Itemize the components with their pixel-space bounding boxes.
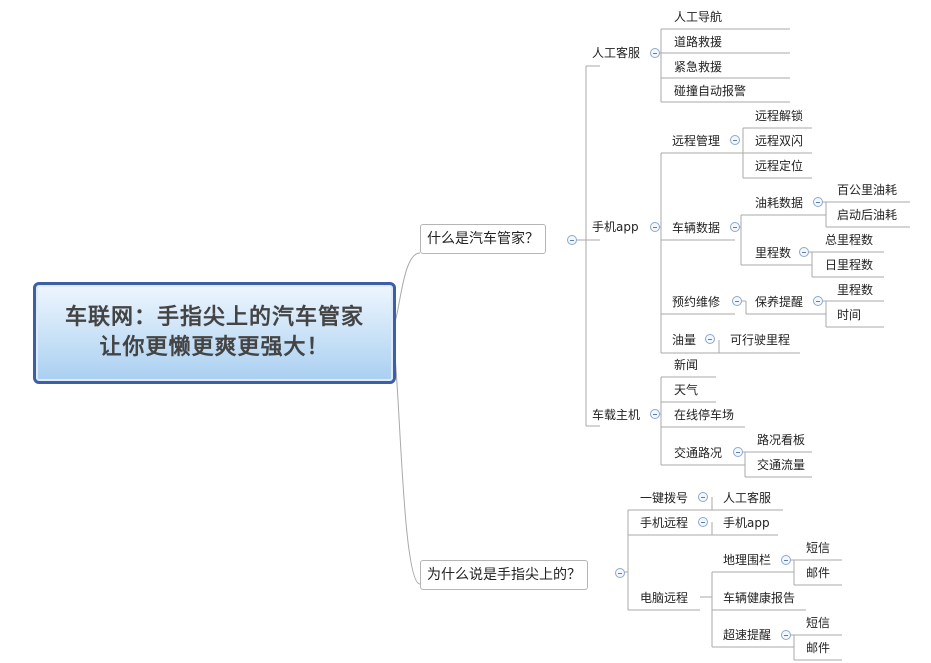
topic-mobile-app[interactable]: 手机app <box>592 220 639 234</box>
topic-fuel-data[interactable]: 油耗数据 <box>755 196 804 210</box>
topic-leaf[interactable]: 道路救援 <box>674 35 723 49</box>
collapse-icon[interactable] <box>813 197 823 207</box>
topic-leaf[interactable]: 远程解锁 <box>755 109 804 123</box>
topic-leaf[interactable]: 短信 <box>806 541 831 555</box>
topic-leaf[interactable]: 天气 <box>674 383 699 397</box>
collapse-icon[interactable] <box>705 334 715 344</box>
topic-leaf[interactable]: 总里程数 <box>825 233 874 247</box>
topic-leaf[interactable]: 在线停车场 <box>674 408 735 422</box>
root-title-line2: 让你更懒更爽更强大！ <box>99 335 330 360</box>
collapse-icon[interactable] <box>781 630 791 640</box>
topic-leaf[interactable]: 启动后油耗 <box>837 208 898 222</box>
collapse-icon[interactable] <box>650 48 660 58</box>
collapse-icon[interactable] <box>730 222 740 232</box>
branch-what-is-car-butler[interactable]: 什么是汽车管家？ <box>420 224 546 254</box>
collapse-icon[interactable] <box>799 247 809 257</box>
topic-leaf[interactable]: 远程双闪 <box>755 134 804 148</box>
topic-leaf[interactable]: 短信 <box>806 616 831 630</box>
topic-leaf[interactable]: 邮件 <box>806 566 831 580</box>
topic-leaf[interactable]: 路况看板 <box>757 433 806 447</box>
topic-health-report[interactable]: 车辆健康报告 <box>723 591 796 605</box>
topic-head-unit[interactable]: 车载主机 <box>592 408 641 422</box>
topic-leaf[interactable]: 新闻 <box>674 358 699 372</box>
topic-service-reminder[interactable]: 保养提醒 <box>755 295 804 309</box>
topic-mobile-remote[interactable]: 手机远程 <box>640 516 689 530</box>
topic-mileage[interactable]: 里程数 <box>755 246 792 260</box>
collapse-icon[interactable] <box>730 135 740 145</box>
collapse-icon[interactable] <box>650 409 660 419</box>
topic-leaf[interactable]: 可行驶里程 <box>730 333 791 347</box>
collapse-icon[interactable] <box>650 222 660 232</box>
topic-speed-alert[interactable]: 超速提醒 <box>723 628 772 642</box>
topic-pc-remote[interactable]: 电脑远程 <box>640 591 689 605</box>
collapse-icon[interactable] <box>698 492 708 502</box>
topic-leaf[interactable]: 交通流量 <box>757 458 806 472</box>
topic-leaf[interactable]: 紧急救援 <box>674 60 723 74</box>
topic-fuel-level[interactable]: 油量 <box>672 333 697 347</box>
collapse-icon[interactable] <box>813 296 823 306</box>
topic-one-key-dial[interactable]: 一键拨号 <box>640 491 689 505</box>
topic-leaf[interactable]: 时间 <box>837 308 862 322</box>
topic-leaf[interactable]: 人工导航 <box>674 10 723 24</box>
collapse-icon[interactable] <box>733 447 743 457</box>
topic-leaf[interactable]: 碰撞自动报警 <box>674 84 747 98</box>
topic-vehicle-data[interactable]: 车辆数据 <box>672 221 721 235</box>
topic-geofence[interactable]: 地理围栏 <box>723 553 772 567</box>
topic-maintenance-booking[interactable]: 预约维修 <box>672 295 721 309</box>
root-title-line1: 车联网：手指尖上的汽车管家 <box>64 305 364 330</box>
collapse-icon[interactable] <box>615 568 625 578</box>
topic-leaf[interactable]: 远程定位 <box>755 159 804 173</box>
topic-leaf[interactable]: 邮件 <box>806 641 831 655</box>
topic-leaf[interactable]: 人工客服 <box>723 491 772 505</box>
topic-leaf[interactable]: 百公里油耗 <box>837 183 898 197</box>
branch-why-fingertip[interactable]: 为什么说是手指尖上的？ <box>420 560 588 590</box>
topic-leaf[interactable]: 日里程数 <box>825 258 874 272</box>
collapse-icon[interactable] <box>732 296 742 306</box>
topic-traffic[interactable]: 交通路况 <box>674 446 723 460</box>
collapse-icon[interactable] <box>698 517 708 527</box>
collapse-icon[interactable] <box>567 235 577 245</box>
collapse-icon[interactable] <box>781 555 791 565</box>
topic-leaf[interactable]: 里程数 <box>837 283 874 297</box>
root-topic[interactable]: 车联网：手指尖上的汽车管家 让你更懒更爽更强大！ <box>33 282 396 384</box>
topic-remote-management[interactable]: 远程管理 <box>672 134 721 148</box>
topic-leaf[interactable]: 手机app <box>723 516 770 530</box>
topic-manual-service[interactable]: 人工客服 <box>592 46 641 60</box>
